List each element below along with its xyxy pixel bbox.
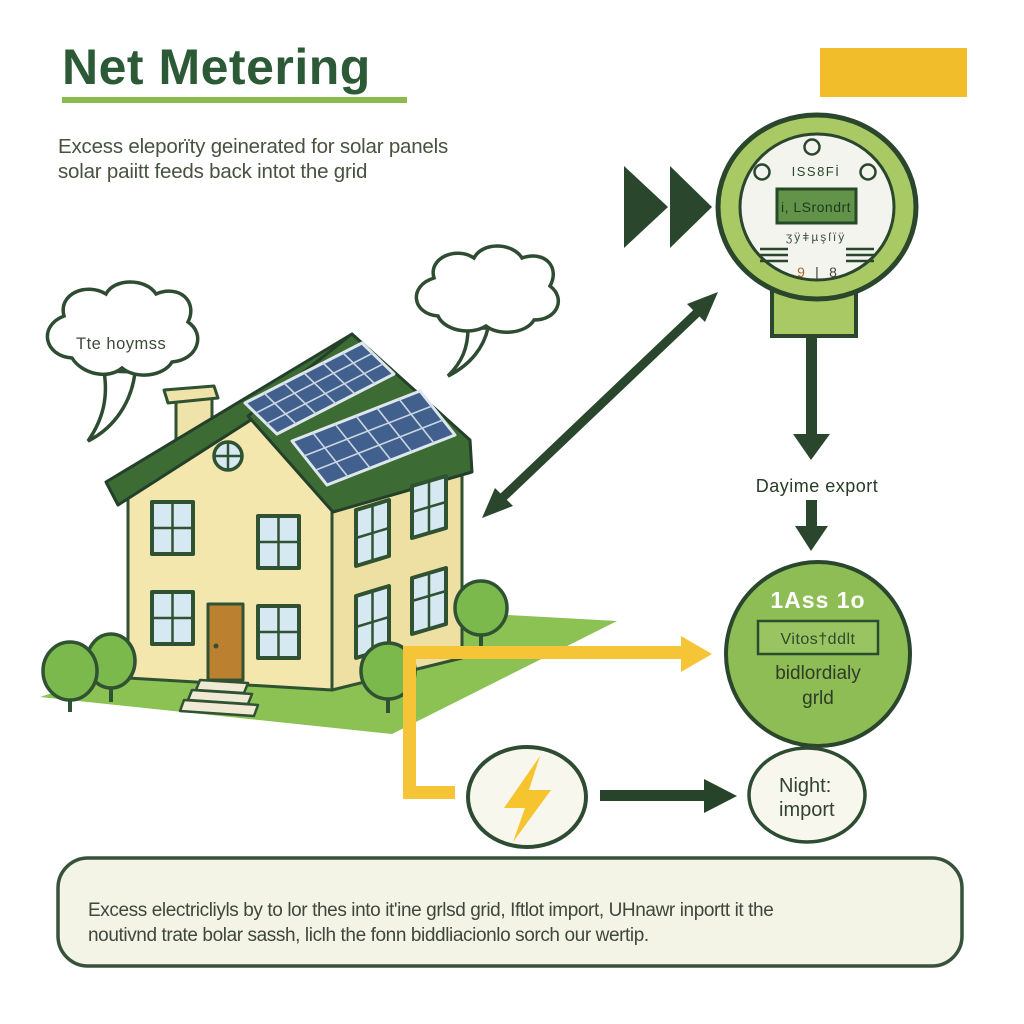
- yellow-flow-horizontal: [403, 646, 683, 659]
- grid-node-title: 1Ass 1o: [770, 587, 865, 613]
- smart-meter: ISS8Fİ i, LSrondrt ʒÿǂµşſïÿ 9 | 8: [715, 112, 919, 338]
- window: [410, 566, 448, 636]
- speech-bubble-empty: [414, 244, 561, 378]
- decor-yellow-rect: [820, 48, 967, 97]
- meter-dial-left: 9: [797, 264, 805, 280]
- meter-screw-right: [859, 163, 877, 181]
- window: [354, 498, 391, 568]
- yellow-flow-arrowhead: [681, 636, 712, 672]
- subtitle-line-2: solar paiitt feeds back intot the grid: [58, 160, 367, 183]
- lightning-bolt-icon: [504, 756, 551, 842]
- window: [354, 584, 391, 660]
- bush: [41, 640, 99, 702]
- footer-line-2: noutivnd trate bolar sassh, liclh the fo…: [88, 925, 649, 946]
- solar-panel-array-2: [290, 389, 457, 487]
- front-windows: [150, 500, 301, 660]
- night-import-label-2: import: [779, 799, 835, 821]
- grid-node-caption-1: bidlordialy: [775, 663, 861, 684]
- page-title: Net Metering: [62, 39, 371, 95]
- daytime-export-label: Dayime export: [756, 476, 879, 496]
- night-import-label-1: Night:: [779, 775, 831, 797]
- yellow-flow-vertical: [403, 646, 416, 799]
- front-door: [206, 602, 245, 682]
- subtitle-line-1: Excess eleporïty geinerated for solar pa…: [58, 135, 448, 158]
- window: [256, 514, 301, 570]
- speech-bubble-tail: [86, 369, 137, 443]
- house: [104, 332, 474, 718]
- night-import-circle: [747, 746, 867, 844]
- speech-bubble-body: [414, 244, 561, 334]
- grid-node-box: [756, 619, 880, 656]
- fast-forward-icon: [624, 166, 712, 248]
- down-arrow-2: [795, 500, 828, 551]
- speech-bubble-tail: [446, 326, 491, 378]
- meter-vent-left: [760, 247, 788, 263]
- grid-node-boxed-value: Vitos†ddlt: [781, 631, 856, 648]
- window: [410, 474, 448, 540]
- solar-panel-array-1: [243, 341, 396, 436]
- yellow-flow-path: [403, 636, 712, 799]
- door-knob: [213, 643, 219, 649]
- meter-dial-sep: |: [815, 264, 819, 280]
- meter-dial-right: 8: [829, 264, 837, 280]
- speech-bubble-house: Tte hoymss: [45, 280, 200, 443]
- speech-bubble-body: [45, 280, 200, 377]
- meter-sub-value: ʒÿǂµşſïÿ: [786, 230, 846, 244]
- meter-display-value: i, LSrondrt: [781, 199, 851, 215]
- window: [150, 500, 195, 556]
- round-gable-window: [212, 440, 244, 472]
- door-steps: [178, 678, 260, 718]
- footer-box: [56, 856, 964, 968]
- meter-top-label: ISS8Fİ: [792, 164, 841, 179]
- chimney-cap: [162, 384, 220, 405]
- window: [256, 604, 301, 660]
- title-underline: [62, 97, 407, 103]
- window: [150, 590, 195, 646]
- grid-node-caption-2: grld: [802, 688, 834, 709]
- grid-node: 1Ass 1o Vitos†ddlt bidlordialy grld: [724, 560, 912, 748]
- yellow-flow-leg: [403, 786, 455, 799]
- side-windows: [354, 474, 448, 660]
- night-import-arrow: [600, 779, 737, 813]
- night-import-node: Night: import: [747, 746, 867, 844]
- down-arrow-1: [793, 336, 830, 460]
- speech-bubble-text: Tte hoymss: [76, 335, 166, 353]
- meter-screw-top: [803, 138, 821, 156]
- landscaping: [41, 579, 509, 713]
- tree: [453, 579, 509, 637]
- meter-display: [775, 187, 858, 225]
- footer-line-1: Excess electricliyls by to lor thes into…: [88, 900, 773, 921]
- electricity-node: [466, 745, 588, 849]
- bidirectional-arrow: [482, 292, 718, 518]
- meter-vent-right: [846, 247, 874, 263]
- meter-screw-left: [753, 163, 771, 181]
- footer-note: Excess electricliyls by to lor thes into…: [56, 856, 964, 968]
